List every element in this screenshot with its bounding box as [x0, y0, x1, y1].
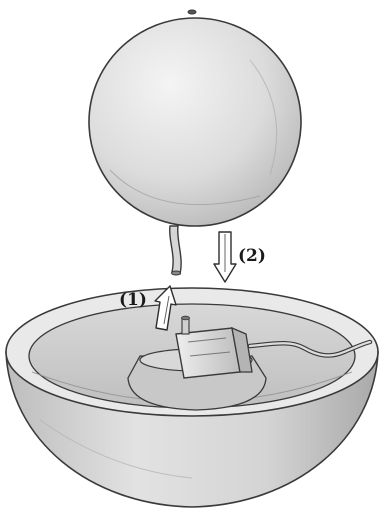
top-hole	[188, 10, 196, 14]
arrow-down-icon	[214, 232, 236, 282]
step-1-label: (1)	[119, 290, 147, 310]
sphere	[89, 18, 301, 226]
step-2-label: (2)	[238, 246, 266, 266]
tube	[170, 226, 181, 275]
